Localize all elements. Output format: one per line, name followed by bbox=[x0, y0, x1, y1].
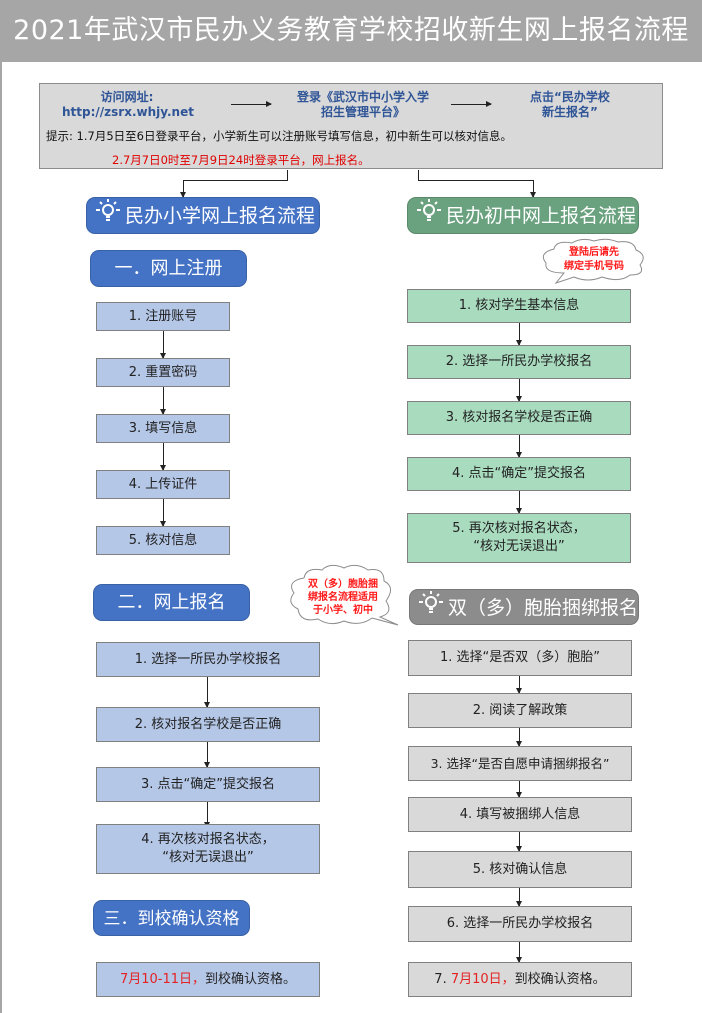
tip-line-1: 提示: 1.7月5日至6日登录平台，小学新生可以注册账号填写信息，初中新生可以核… bbox=[46, 129, 512, 143]
note-text: 于小学、初中 bbox=[313, 605, 373, 616]
page-title: 2021年武汉市民办义务教育学校招收新生网上报名流程 bbox=[0, 0, 702, 62]
step-label: 新生报名” bbox=[542, 105, 598, 119]
step-label: 招生管理平台》 bbox=[320, 105, 405, 119]
arrow-down-icon bbox=[516, 323, 522, 346]
junior-step-1: 1. 核对学生基本信息 bbox=[407, 289, 631, 323]
section-title: 双（多）胞胎捆绑报名 bbox=[448, 597, 639, 619]
bind-phone-note-callout: 登陆后请先 绑定手机号码 bbox=[538, 237, 650, 285]
arrow-down-icon bbox=[516, 435, 522, 458]
twins-flow-header: 双（多）胞胎捆绑报名 bbox=[409, 589, 639, 625]
register-step-2: 2. 重置密码 bbox=[96, 358, 230, 387]
twins-step-2: 2. 阅读了解政策 bbox=[408, 693, 632, 728]
register-step-4: 4. 上传证件 bbox=[96, 470, 230, 499]
step-visit-site[interactable]: 访问网址: http://zsrx.whjy.net bbox=[62, 90, 194, 120]
apply-step-4: 4. 再次核对报名状态， “核对无误退出” bbox=[96, 824, 320, 874]
junior-step-4: 4. 点击“确定”提交报名 bbox=[407, 457, 631, 491]
arrow-down-icon bbox=[180, 180, 186, 198]
arrow-down-icon bbox=[160, 499, 166, 527]
tip-line-2: 2.7月7日0时至7月9日24时登录平台，网上报名。 bbox=[112, 153, 370, 167]
confirm-subheader: 三．到校确认资格 bbox=[93, 900, 250, 936]
confirm-text: 到校确认资格。 bbox=[514, 971, 606, 987]
arrow-down-icon bbox=[516, 832, 522, 852]
register-subheader: 一．网上注册 bbox=[90, 250, 247, 287]
step-label: 登录《武汉市中小学入学 bbox=[296, 90, 429, 104]
arrow-down-icon bbox=[160, 387, 166, 415]
twins-step-6: 6. 选择一所民办学校报名 bbox=[408, 906, 632, 942]
lightbulb-icon bbox=[418, 590, 444, 627]
note-text: 双（多）胞胎捆 bbox=[308, 579, 378, 590]
step-label: 访问网址: bbox=[100, 90, 154, 104]
register-step-1: 1. 注册账号 bbox=[96, 302, 230, 331]
confirm-date: 7月10日， bbox=[450, 971, 515, 987]
twins-step-4: 4. 填写被捆绑人信息 bbox=[408, 797, 632, 832]
junior-step-3: 3. 核对报名学校是否正确 bbox=[407, 401, 631, 435]
apply-step-1: 1. 选择一所民办学校报名 bbox=[96, 642, 320, 677]
site-url-link[interactable]: http://zsrx.whjy.net bbox=[62, 105, 194, 119]
step-label: 点击“民办学校 bbox=[530, 90, 610, 104]
frame-border bbox=[0, 62, 2, 1013]
step-text: “核对无误退出” bbox=[162, 850, 254, 865]
connector bbox=[183, 180, 288, 181]
junior-school-flow-header: 民办初中网上报名流程 bbox=[407, 197, 639, 234]
arrow-down-icon bbox=[516, 888, 522, 907]
arrow-down-icon bbox=[160, 331, 166, 359]
junior-step-5: 5. 再次核对报名状态， “核对无误退出” bbox=[407, 513, 631, 563]
apply-subheader: 二．网上报名 bbox=[93, 584, 250, 621]
overview-box: 访问网址: http://zsrx.whjy.net 登录《武汉市中小学入学 招… bbox=[39, 83, 663, 169]
arrow-down-icon bbox=[204, 742, 210, 768]
primary-school-flow-header: 民办小学网上报名流程 bbox=[86, 197, 320, 234]
step-click-register: 点击“民办学校 新生报名” bbox=[510, 90, 630, 120]
arrow-down-icon bbox=[516, 781, 522, 798]
apply-step-2: 2. 核对报名学校是否正确 bbox=[96, 707, 320, 742]
section-title: 民办小学网上报名流程 bbox=[125, 205, 316, 227]
step-text: 4. 再次核对报名状态， bbox=[141, 832, 275, 847]
arrow-down-icon bbox=[516, 942, 522, 963]
lightbulb-icon bbox=[416, 198, 442, 235]
step-login-platform: 登录《武汉市中小学入学 招生管理平台》 bbox=[283, 90, 443, 120]
arrow-down-icon bbox=[160, 443, 166, 471]
arrow-right-icon bbox=[231, 101, 272, 107]
arrow-down-icon bbox=[516, 728, 522, 747]
step-text: “核对无误退出” bbox=[473, 539, 565, 554]
junior-step-2: 2. 选择一所民办学校报名 bbox=[407, 345, 631, 379]
twins-step-3: 3. 选择“是否自愿申请捆绑报名” bbox=[408, 746, 632, 781]
arrow-down-icon bbox=[516, 676, 522, 694]
note-text: 登陆后请先 bbox=[569, 247, 619, 258]
twins-note-callout: 双（多）胞胎捆 绑报名流程适用 于小学、初中 bbox=[284, 563, 402, 629]
lightbulb-icon bbox=[95, 198, 121, 235]
arrow-down-icon bbox=[204, 677, 210, 708]
confirm-date: 7月10-11日， bbox=[119, 971, 206, 987]
arrow-down-icon bbox=[516, 491, 522, 514]
note-text: 绑报名流程适用 bbox=[308, 592, 378, 603]
step-text: 5. 再次核对报名状态， bbox=[452, 521, 586, 536]
twins-step-7: 7. 7月10日，到校确认资格。 bbox=[408, 962, 632, 997]
twins-step-5: 5. 核对确认信息 bbox=[408, 851, 632, 888]
twins-step-1: 1. 选择“是否双（多）胞胎” bbox=[408, 640, 632, 676]
register-step-3: 3. 填写信息 bbox=[96, 414, 230, 443]
apply-step-3: 3. 点击“确定”提交报名 bbox=[96, 767, 320, 802]
section-title: 民办初中网上报名流程 bbox=[446, 205, 637, 227]
arrow-right-icon bbox=[451, 101, 492, 107]
arrow-down-icon bbox=[530, 180, 536, 198]
arrow-down-icon bbox=[516, 379, 522, 402]
register-step-5: 5. 核对信息 bbox=[96, 526, 230, 555]
connector bbox=[418, 170, 419, 180]
confirm-text: 到校确认资格。 bbox=[205, 971, 297, 987]
confirm-step: 7月10-11日，到校确认资格。 bbox=[96, 962, 320, 997]
step-number: 7. bbox=[434, 971, 451, 987]
connector bbox=[418, 180, 533, 181]
note-text: 绑定手机号码 bbox=[564, 261, 624, 272]
connector bbox=[287, 170, 288, 180]
